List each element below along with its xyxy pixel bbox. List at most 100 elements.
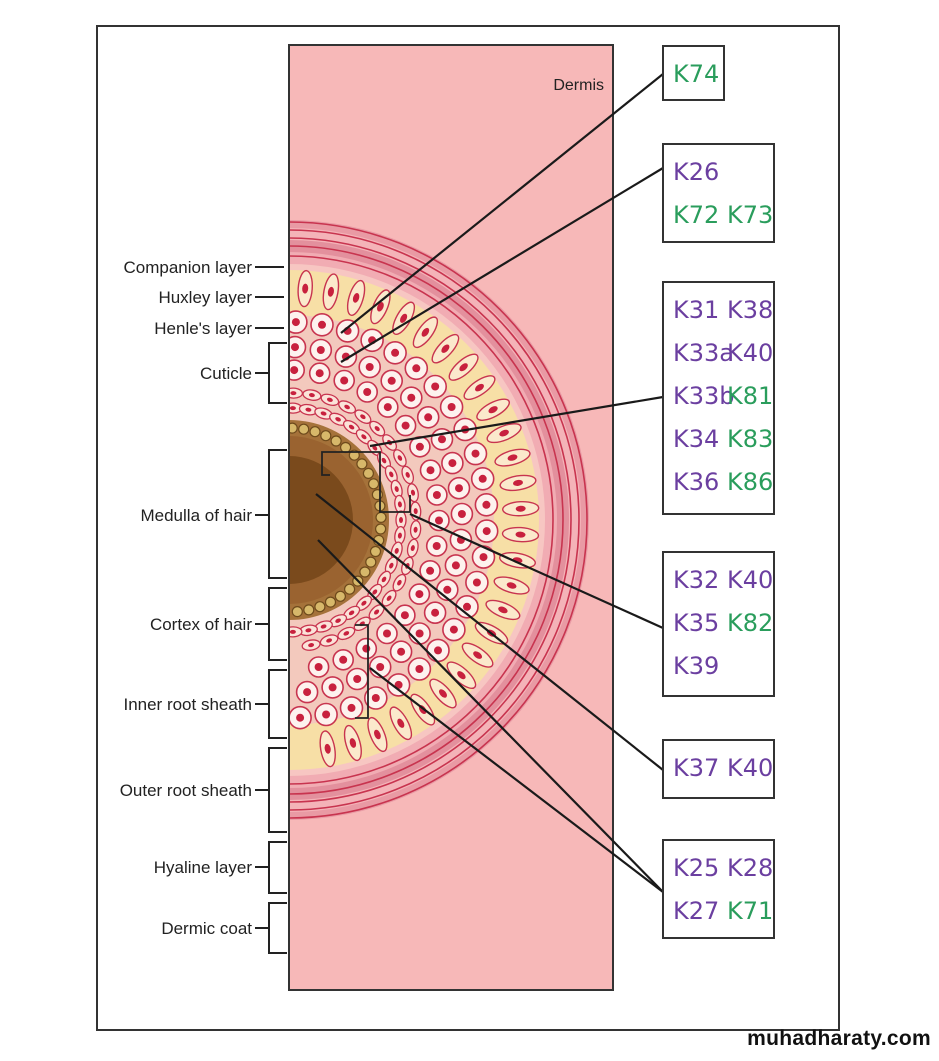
inner-cell	[394, 526, 406, 546]
layer-bracket	[268, 342, 287, 404]
cell-nucleus	[315, 369, 324, 378]
keratin-label: K32	[673, 566, 719, 594]
cell-nucleus	[426, 466, 435, 475]
cuticle-cell	[369, 545, 382, 558]
layer-label: Companion layer	[123, 258, 252, 277]
cell-nucleus	[471, 449, 480, 458]
inner-cell	[329, 412, 348, 426]
outer-cell	[494, 448, 531, 467]
cell-nucleus	[435, 516, 443, 525]
sheath-line	[289, 255, 554, 785]
cell-nucleus	[322, 710, 331, 719]
keratin-label: K28	[727, 854, 773, 882]
keratin-label: K33a	[673, 339, 734, 367]
inner-cell	[337, 626, 356, 641]
cell-nucleus	[455, 484, 463, 493]
keratin-label: K74	[673, 60, 719, 88]
cell-nucleus	[290, 366, 299, 375]
cuticle-cell	[291, 605, 303, 618]
cell-nucleus	[353, 675, 362, 683]
cell-nucleus	[347, 703, 356, 712]
connector-line	[369, 395, 664, 448]
cell-nucleus	[412, 364, 421, 373]
keratin-label: K36	[673, 468, 719, 496]
connector-line	[369, 667, 664, 893]
cell-nucleus	[482, 527, 491, 536]
keratin-box-frame	[662, 281, 775, 515]
cell-nucleus	[415, 442, 424, 451]
keratin-label: K82	[727, 609, 773, 637]
connector-line	[315, 493, 664, 771]
keratin-label: K33b	[673, 382, 735, 410]
cuticle-cell	[298, 423, 310, 435]
cell-nucleus	[431, 382, 440, 391]
outer-cell	[431, 333, 460, 364]
layer-bracket	[268, 902, 287, 954]
layer-label: Medulla of hair	[140, 506, 252, 525]
cuticle-cell	[344, 583, 356, 595]
cell-nucleus	[397, 647, 406, 656]
cell-nucleus	[291, 343, 299, 352]
keratin-label: K38	[727, 296, 773, 324]
cuticle-cell	[356, 458, 368, 470]
inner-cell	[369, 420, 386, 437]
cell-nucleus	[363, 388, 372, 396]
layer-bracket	[268, 747, 287, 833]
cell-nucleus	[400, 611, 409, 620]
inner-cell	[390, 479, 403, 499]
keratin-label: K31	[673, 296, 719, 324]
keratin-label: K40	[727, 754, 773, 782]
cuticle-cell	[334, 590, 346, 602]
cell-nucleus	[478, 474, 487, 483]
outer-cell	[486, 423, 522, 444]
outer-cell	[322, 273, 340, 311]
connector-lines	[315, 73, 664, 893]
layer-bracket	[268, 587, 287, 661]
connector-line	[409, 512, 664, 630]
cell-nucleus	[340, 376, 349, 385]
keratin-label: K72	[673, 201, 719, 229]
keratin-box-frame	[662, 45, 725, 101]
connector-line	[317, 539, 664, 893]
cell-nucleus	[383, 629, 391, 638]
outer-cell	[346, 279, 366, 316]
outer-cell	[461, 642, 494, 668]
layer-label: Cuticle	[200, 364, 252, 383]
outer-cell	[485, 599, 521, 621]
outer-cell	[297, 269, 313, 308]
keratin-label: K40	[727, 339, 773, 367]
cuticle-cell	[375, 511, 387, 524]
layer-label: Huxley layer	[158, 288, 252, 307]
cuticle-cell	[289, 422, 298, 434]
keratin-box: K74	[662, 45, 725, 101]
keratin-label: K26	[673, 158, 719, 186]
outer-cell	[476, 398, 510, 421]
outer-cell	[412, 316, 439, 349]
keratin-label: K39	[673, 652, 719, 680]
cell-nucleus	[328, 683, 337, 692]
keratin-box-frame	[662, 551, 775, 697]
inner-cell	[393, 449, 407, 467]
outer-cell	[429, 678, 457, 709]
outer-cell	[367, 716, 388, 753]
inner-cell	[342, 419, 361, 435]
cell-nucleus	[438, 435, 446, 444]
cell-nucleus	[443, 585, 452, 594]
layer-bracket	[268, 449, 287, 579]
keratin-label: K40	[727, 566, 773, 594]
cell-nucleus	[391, 348, 400, 357]
cuticle-cell	[330, 435, 342, 447]
keratin-box-frame	[662, 839, 775, 939]
cell-nucleus	[296, 713, 305, 722]
cuticle-cell	[365, 556, 377, 568]
medulla-of-hair	[289, 456, 353, 584]
cell-nucleus	[415, 590, 424, 599]
cell-nucleus	[479, 553, 488, 562]
keratin-label: K86	[727, 468, 773, 496]
keratin-box-frame	[662, 739, 775, 799]
